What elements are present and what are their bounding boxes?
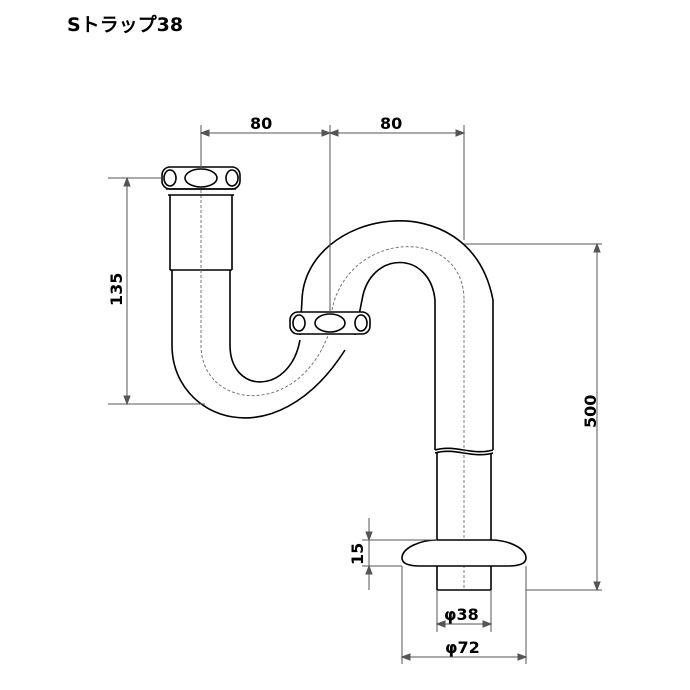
floor-flange: [401, 539, 527, 567]
dim-top: [199, 125, 466, 312]
dim-flange-diameter: [400, 566, 528, 664]
dim-flange-height-label: 15: [348, 543, 367, 565]
dim-inlet-height-label: 135: [107, 273, 126, 306]
dim-top-right-label: 80: [380, 114, 402, 133]
dim-flange-diameter-label: φ72: [445, 638, 480, 657]
top-nut: [161, 166, 241, 196]
dim-pipe-diameter: [435, 590, 493, 632]
pipe-body: [169, 195, 494, 591]
dim-total-height: [464, 242, 602, 592]
dim-flange-height: [362, 518, 437, 590]
dim-pipe-diameter-label: φ38: [444, 605, 479, 624]
dim-top-left-label: 80: [250, 114, 272, 133]
dim-inlet-height: [108, 176, 205, 406]
dim-total-height-label: 500: [581, 395, 600, 428]
page-title: Sトラップ38: [67, 14, 184, 36]
center-lines: [200, 190, 465, 590]
middle-nut: [289, 311, 371, 335]
